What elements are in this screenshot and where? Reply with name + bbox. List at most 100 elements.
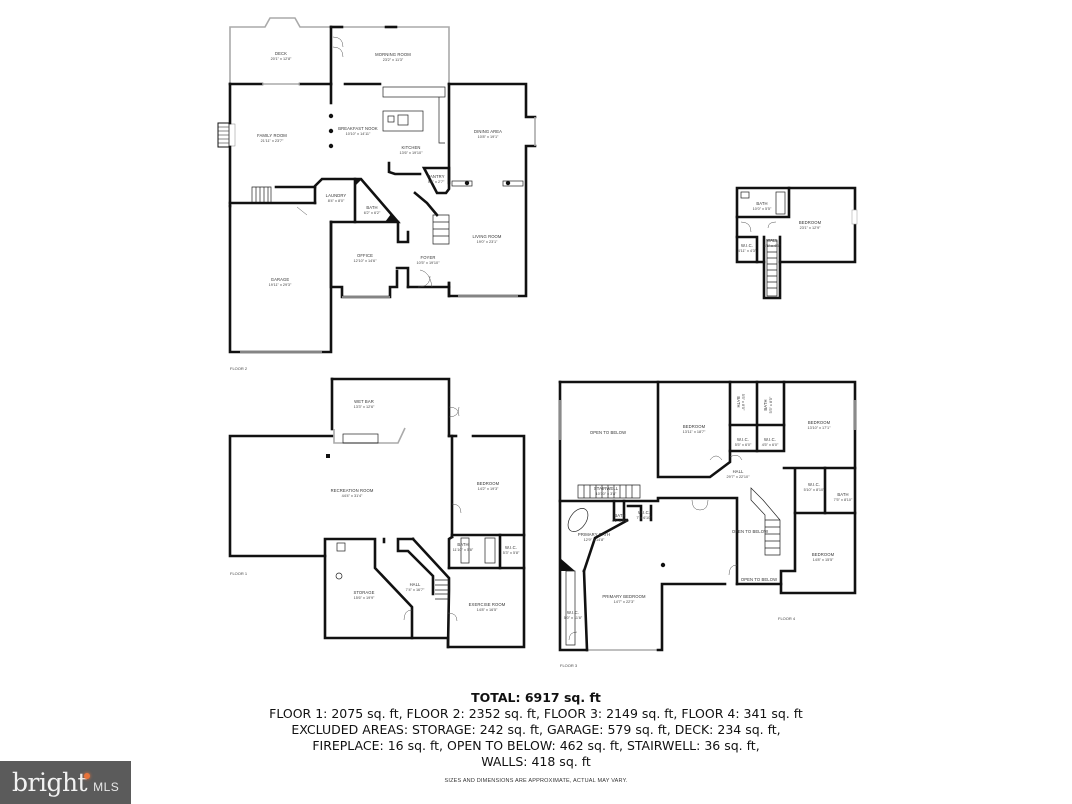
room-dims: 13'10" x 17'1" [808,426,832,430]
room-label: W.I.C. [741,243,753,248]
room-dims: 10'10" x 14'11" [346,132,371,136]
room-label: OPEN TO BELOW [590,430,626,435]
room-label: HALL [410,582,421,587]
room-dims: 14'8" x 15'5" [813,558,834,562]
room-dims: 23'2" x 11'3" [383,58,404,62]
room-dims: 29'7" x 22'10" [727,475,751,479]
room-dims: 4'1" x 5'4" [612,519,629,523]
room-dims: 19'0" x 23'1" [477,240,498,244]
room-label: BEDROOM [812,552,835,557]
room-dims: 12'9" x 14'8" [584,538,605,542]
room-label: EXERCISE ROOM [469,602,506,607]
room-label: DECK [275,51,287,56]
room-label: KITCHEN [401,145,420,150]
room-dims: 21'11" x 23'7" [261,139,284,143]
room-dims: 10'5" x 19'10" [417,261,441,265]
area-summary: TOTAL: 6917 sq. ft FLOOR 1: 2075 sq. ft,… [0,690,1072,770]
room-dims: 13'3" x 12'6" [354,405,375,409]
room-label: FAMILY ROOM [257,133,287,138]
room-label: W.I.C. [737,437,749,442]
room-dims: 4'5" x 6'0" [762,443,779,447]
room-dims: 13'6" x 19'10" [400,151,424,155]
disclaimer: SIZES AND DIMENSIONS ARE APPROXIMATE, AC… [444,778,628,784]
room-dims: 14'8" x 16'5" [477,608,498,612]
room-dims: 23'1" x 12'9" [800,226,821,230]
room-label: STAIRWELL [594,486,619,491]
floor-plan-drawing: DECK 20'1" x 12'8" MORNING ROOM 23'2" x … [217,17,858,668]
room-dims: 14'7" x 22'3" [614,600,635,604]
room-label: WALL [766,238,778,243]
bright-mls-logo: bright MLS [0,761,131,804]
room-label: HALL [733,469,744,474]
room-label: BREAKFAST NOOK [338,126,378,131]
room-label: BEDROOM [799,220,822,225]
floor-3-plan [558,380,857,652]
room-dims: 5'10" x 8'10" [804,488,825,492]
room-label: PANTRY [427,174,444,179]
floor-1-plan [228,377,526,649]
room-dims: 11'10" x 5'8" [453,548,474,552]
room-label: MORNING ROOM [375,52,411,57]
room-label: BATH [763,399,768,410]
room-dims: 13'11" x 18'7" [683,430,706,434]
room-dims: 3'1" x 4'5" [764,244,781,248]
room-dims: 10'8" x 19'1" [478,135,499,139]
room-label: OPEN TO BELOW [732,529,768,534]
room-label: BATH [837,492,848,497]
room-label: BATH [736,396,741,407]
room-dims: 44'4" x 31'4" [342,494,363,498]
logo-sub: MLS [93,779,120,794]
room-dims: 5'5" x 8'5" [769,396,773,413]
room-label: BATH [614,513,625,518]
room-dims: 8'4" x 8'0" [328,199,345,203]
room-label: BEDROOM [683,424,706,429]
room-dims: 14'2" x 19'3" [478,487,499,491]
excluded-areas-2: FIREPLACE: 16 sq. ft, OPEN TO BELOW: 462… [312,738,760,753]
logo-brand: bright [12,768,91,797]
room-label: OFFICE [357,253,373,258]
room-labels: DECK 20'1" x 12'8" MORNING ROOM 23'2" x … [230,51,853,668]
room-dims: 7'4" x 16'7" [406,588,425,592]
floor-2-plan [217,17,537,354]
room-dims: 5'5" x 6'0" [735,443,752,447]
floor-4-plan [735,186,858,300]
room-label: W.I.C. [638,510,650,515]
room-label: BEDROOM [808,420,831,425]
room-label: RECREATION ROOM [331,488,374,493]
room-label: STORAGE [353,590,374,595]
room-dims: 5'5" x 2'7" [428,180,445,184]
room-label: PRIMARY BEDROOM [602,594,646,599]
room-dims: 4'11" x 4'3" [738,249,757,253]
floor-areas: FLOOR 1: 2075 sq. ft, FLOOR 2: 2352 sq. … [269,706,803,721]
room-label: GARAGE [271,277,290,282]
room-label: BATH [457,542,468,547]
room-label: PRIMARY BATH [578,532,610,537]
room-label: LIVING ROOM [472,234,501,239]
room-label: WET BAR [354,399,374,404]
room-dims: 20'1" x 12'8" [271,57,292,61]
room-label: W.I.C. [764,437,776,442]
total-area: TOTAL: 6917 sq. ft [471,690,601,705]
room-dims: 12'10" x 14'6" [354,259,378,263]
room-label: OPEN TO BELOW [741,577,777,582]
room-dims: 5'3" x 5'8" [503,551,520,555]
room-dims: 5'0" x 11'8" [564,616,583,620]
room-dims: 10'10" x 3'8" [596,492,617,496]
room-dims: 6'2" x 6'2" [364,211,381,215]
room-dims: 15'6" x 19'9" [354,596,375,600]
room-label: BATH [366,205,377,210]
room-label: BATH [756,201,767,206]
room-label: BEDROOM [477,481,500,486]
excluded-areas-1: EXCLUDED AREAS: STORAGE: 242 sq. ft, GAR… [291,722,781,737]
room-label: W.I.C. [505,545,517,550]
room-dims: 10'0" x 5'5" [753,207,772,211]
room-dims: 19'11" x 29'3" [269,283,292,287]
room-dims: 5'5" x 8'5" [741,394,745,411]
room-label: W.I.C. [808,482,820,487]
walls-area: WALLS: 418 sq. ft [481,754,591,769]
floor-1-label: FLOOR 1 [230,571,248,576]
floor-2-label: FLOOR 2 [230,366,248,371]
floor-4-label: FLOOR 4 [778,616,796,621]
logo-spark-icon [84,773,91,779]
room-label: W.I.C. [567,610,579,615]
